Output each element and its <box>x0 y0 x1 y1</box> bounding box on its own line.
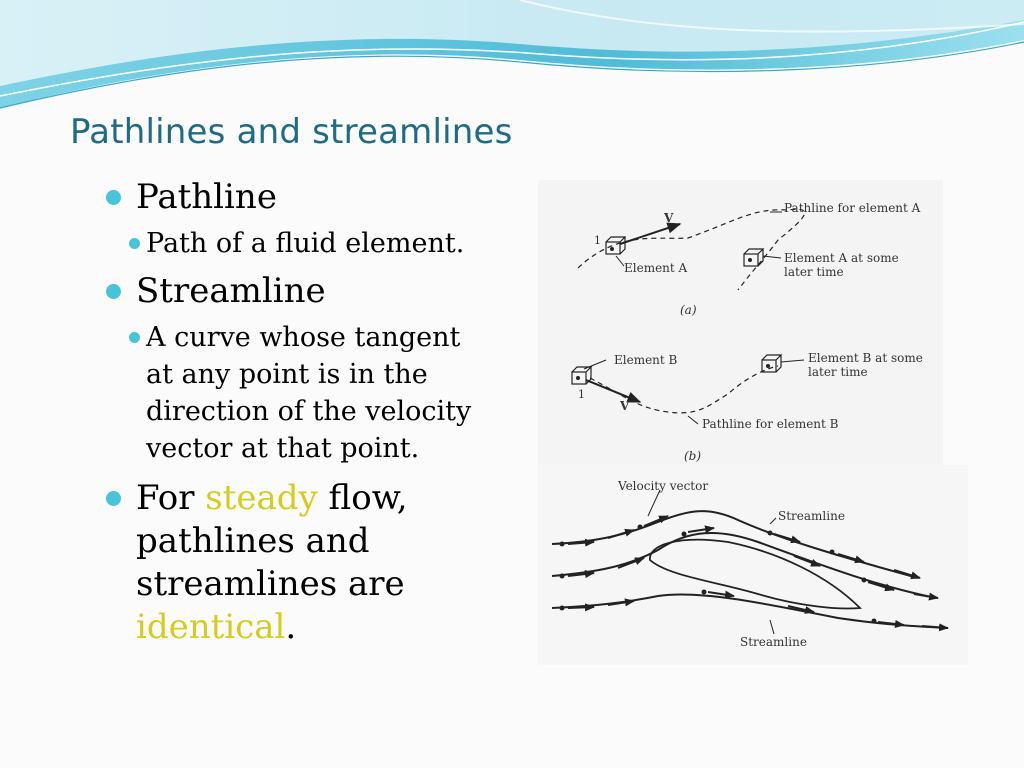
bullet-streamline: Streamline <box>106 270 536 313</box>
element-b-leader <box>583 359 607 370</box>
steady-line-4-post: . <box>285 607 297 647</box>
airfoil-shape <box>649 538 862 610</box>
pathline-b-leader <box>687 415 699 425</box>
pathline-b-label: Pathline for element B <box>702 417 839 431</box>
element-b-label: Element B <box>614 353 678 367</box>
bullet-dot <box>106 491 121 506</box>
point-label-b: 1 <box>578 388 585 401</box>
steady-line-2: pathlines and <box>136 521 370 561</box>
slide-title: Pathlines and streamlines <box>70 112 513 152</box>
element-a-cube-later <box>743 248 765 267</box>
later-b-label-2: later time <box>808 365 868 379</box>
velocity-vector-label: Velocity vector <box>617 479 708 493</box>
sub-bullet-streamline-line-2: at any point is in the <box>146 359 428 390</box>
bullet-dot <box>106 284 121 299</box>
sub-bullet-dot <box>129 238 140 249</box>
point-label-a: 1 <box>594 234 601 247</box>
panel-b: V 1 Element B Element B at some later ti… <box>571 351 923 463</box>
streamline-arrows <box>567 515 949 632</box>
element-b-cube-1 <box>571 366 593 385</box>
pathline-a-label: Pathline for element A <box>784 201 921 215</box>
pathline-a-curve <box>577 208 806 291</box>
later-b-leader <box>780 359 805 363</box>
bullet-list: Pathline Path of a fluid element. Stream… <box>106 176 536 655</box>
caption-b: (b) <box>684 449 701 463</box>
later-a-label-1: Element A at some <box>784 251 899 265</box>
streamline-top-leader <box>769 517 777 525</box>
steady-line-1-pre: For <box>136 478 206 518</box>
streamline-2 <box>551 532 937 599</box>
sub-bullet-streamline: A curve whose tangent at any point is in… <box>106 319 536 467</box>
bullet-steady-flow: For steady flow, pathlines and streamlin… <box>106 477 536 649</box>
pathline-b-curve <box>589 365 779 414</box>
element-a-leader <box>615 255 625 267</box>
identical-highlight: identical <box>136 607 286 647</box>
later-a-label-2: later time <box>784 265 844 279</box>
streamline-dots <box>559 524 877 624</box>
velocity-arrow-a <box>619 222 682 245</box>
panel-a: Pathline for element A V 1 Element A Ele… <box>577 201 921 317</box>
sub-bullet-streamline-line-3: direction of the velocity <box>146 396 472 427</box>
sub-bullet-pathline: Path of a fluid element. <box>106 225 536 262</box>
header-wave-decoration <box>0 0 1024 109</box>
pathline-streamline-figure: Pathline for element A V 1 Element A Ele… <box>538 180 968 665</box>
steady-line-3: streamlines are <box>136 564 405 604</box>
figure-panel-c-background <box>538 465 968 665</box>
streamline-bottom-label: Streamline <box>740 635 807 649</box>
steady-line-1-post: flow, <box>317 478 408 518</box>
later-b-label-1: Element B at some <box>808 351 923 365</box>
bullet-pathline: Pathline <box>106 176 536 219</box>
element-a-cube-1 <box>605 236 627 255</box>
velocity-arrow-b <box>585 379 642 403</box>
panel-c: Velocity vector Streamline Streamline <box>551 479 949 649</box>
element-b-cube-later <box>761 354 783 373</box>
streamline-top-label: Streamline <box>778 509 845 523</box>
bullet-dot <box>106 190 121 205</box>
caption-a: (a) <box>680 303 697 317</box>
velocity-label-b: V <box>619 399 630 413</box>
element-a-label: Element A <box>624 261 688 275</box>
later-a-leader <box>762 255 782 259</box>
sub-bullet-streamline-line-4: vector at that point. <box>146 433 420 464</box>
figure-panel-ab-background <box>538 180 943 465</box>
streamline-bottom-leader <box>769 619 775 635</box>
bullet-streamline-text: Streamline <box>136 271 326 311</box>
sub-bullet-streamline-line-1: A curve whose tangent <box>146 322 461 353</box>
sub-bullet-pathline-text: Path of a fluid element. <box>146 228 465 259</box>
velocity-vector-leader <box>647 489 661 517</box>
bullet-pathline-text: Pathline <box>136 177 277 217</box>
sub-bullet-dot <box>129 332 140 343</box>
steady-highlight: steady <box>205 478 318 518</box>
velocity-label-a: V <box>663 211 674 225</box>
